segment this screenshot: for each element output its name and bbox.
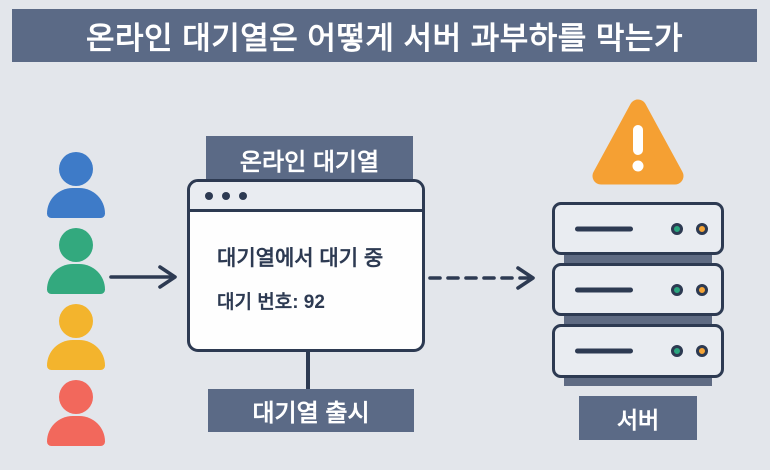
person-head	[59, 380, 93, 414]
user-red-icon	[47, 380, 105, 446]
user-queue-column	[47, 152, 105, 448]
browser-window: 대기열에서 대기 중 대기 번호: 92	[187, 179, 425, 352]
window-control-dot	[239, 191, 247, 200]
person-body	[47, 188, 105, 218]
led-orange-icon	[696, 345, 708, 357]
server-unit	[552, 263, 724, 316]
server-unit	[552, 324, 724, 378]
dashed-arrow-queue-to-server-icon	[428, 266, 535, 290]
person-body	[47, 416, 105, 446]
person-body	[47, 340, 105, 370]
user-blue-icon	[47, 152, 105, 218]
drive-slot	[575, 226, 633, 231]
person-body	[47, 264, 105, 294]
person-head	[59, 152, 93, 186]
led-green-icon	[671, 283, 683, 296]
server-stack	[552, 202, 724, 392]
led-green-icon	[671, 345, 683, 357]
page-title: 온라인 대기열은 어떻게 서버 과부하를 막는가	[86, 21, 683, 56]
browser-content: 대기열에서 대기 중 대기 번호: 92	[190, 212, 422, 314]
drive-slot	[575, 348, 633, 354]
queue-status-text: 대기열에서 대기 중	[217, 247, 384, 270]
connector-line	[306, 350, 310, 392]
user-yellow-icon	[47, 304, 105, 370]
release-badge-label: 대기열 출시	[252, 400, 370, 427]
window-control-dot	[222, 191, 230, 200]
person-head	[59, 228, 93, 262]
server-badge-label: 서버	[616, 407, 660, 433]
title-banner: 온라인 대기열은 어떻게 서버 과부하를 막는가	[12, 9, 757, 62]
person-head	[59, 304, 93, 338]
user-green-icon	[47, 228, 105, 294]
server-unit	[552, 202, 724, 255]
led-orange-icon	[696, 222, 708, 235]
queue-number-text: 대기 번호: 92	[217, 292, 325, 313]
queue-title-badge: 온라인 대기열	[206, 136, 413, 182]
drive-slot	[575, 287, 633, 292]
release-badge: 대기열 출시	[208, 389, 414, 432]
warning-triangle-icon	[592, 99, 684, 185]
led-orange-icon	[696, 283, 708, 296]
queue-title-badge-label: 온라인 대기열	[239, 148, 380, 176]
led-green-icon	[671, 222, 683, 235]
server-badge: 서버	[579, 396, 697, 440]
window-control-dot	[205, 191, 213, 200]
arrow-users-to-queue-icon	[109, 265, 177, 289]
browser-titlebar	[190, 182, 422, 212]
